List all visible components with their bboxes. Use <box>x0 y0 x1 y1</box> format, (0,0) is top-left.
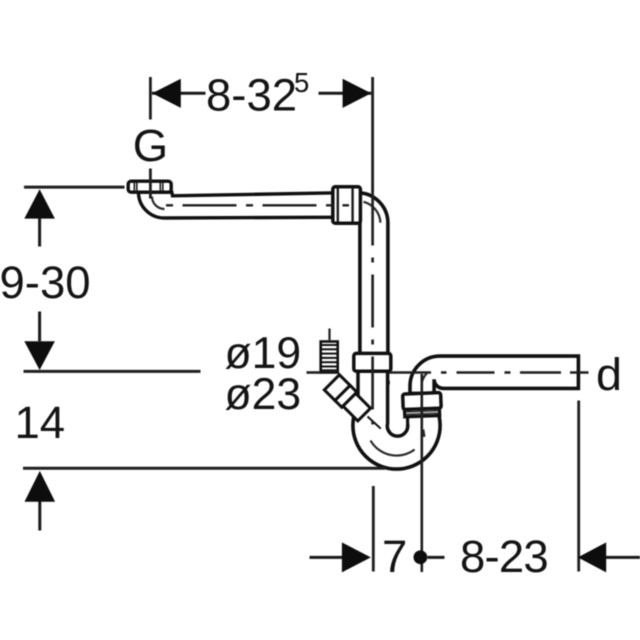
svg-text:G: G <box>133 120 168 171</box>
svg-text:8-23: 8-23 <box>460 531 548 582</box>
svg-text:7: 7 <box>382 531 407 582</box>
svg-text:9-30: 9-30 <box>0 257 91 308</box>
svg-text:8-32: 8-32 <box>206 69 297 120</box>
svg-text:d: d <box>596 349 622 400</box>
svg-text:ø23: ø23 <box>225 370 302 419</box>
svg-text:ø19: ø19 <box>225 329 302 378</box>
svg-text:5: 5 <box>294 67 309 98</box>
svg-text:14: 14 <box>15 397 66 448</box>
